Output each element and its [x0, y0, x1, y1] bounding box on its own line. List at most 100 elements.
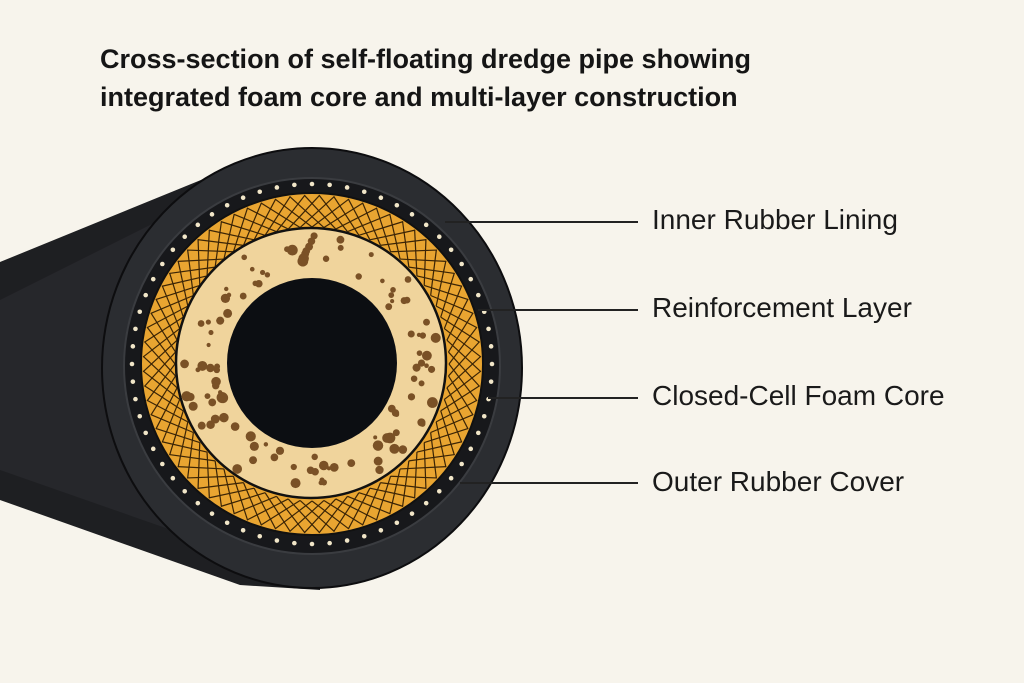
label-closed-cell-foam-core: Closed-Cell Foam Core: [652, 380, 945, 411]
dot: [423, 222, 429, 228]
braid-strand: [214, 460, 223, 507]
foam-cell: [419, 332, 426, 339]
foam-cell: [322, 255, 330, 262]
braid-strand: [446, 298, 469, 341]
foam-cell: [355, 273, 362, 280]
braid-strand: [311, 500, 350, 530]
foam-cell: [417, 359, 426, 367]
braid-strand: [144, 316, 184, 343]
braid-strand: [223, 468, 235, 515]
foam-cell: [205, 319, 211, 325]
foam-cell: [306, 466, 315, 475]
foam-cell: [204, 393, 211, 400]
foam-cell: [407, 393, 416, 401]
dot: [468, 446, 474, 452]
braid-strand: [390, 475, 437, 479]
dot: [361, 533, 367, 539]
dot: [224, 520, 230, 526]
foam-cell: [329, 463, 339, 472]
braid-strand: [443, 370, 482, 400]
dot: [170, 247, 176, 253]
foam-cell: [223, 308, 233, 318]
braid-strand: [318, 194, 348, 233]
braid-strand: [347, 495, 391, 515]
foam-cell: [216, 316, 225, 325]
braid-strand: [447, 312, 474, 353]
foam-cell: [388, 292, 395, 299]
braid-strand: [142, 328, 181, 358]
dot: [378, 195, 384, 201]
braid-strand: [253, 487, 277, 530]
dot-ring: [129, 181, 495, 547]
foam-cell: [403, 296, 411, 304]
braid-strand: [155, 387, 178, 430]
braid-strand: [299, 500, 335, 532]
dot: [394, 520, 400, 526]
dot: [486, 326, 491, 332]
braid-strand: [401, 221, 410, 268]
dot: [448, 247, 454, 253]
dot: [195, 222, 201, 228]
foam-cell: [390, 299, 395, 304]
dot: [327, 182, 332, 188]
foam-cell: [375, 465, 384, 475]
dot: [488, 379, 494, 384]
braid-strand: [177, 258, 224, 262]
dot: [195, 500, 201, 506]
dot: [409, 212, 415, 217]
braid-strand: [276, 495, 306, 534]
dot: [344, 185, 350, 190]
braid-strand: [155, 284, 200, 301]
braid-strand: [435, 260, 447, 307]
dot: [448, 475, 454, 481]
foam-cell: [206, 342, 211, 348]
dot: [257, 533, 263, 539]
dot: [274, 185, 280, 190]
dot: [292, 182, 297, 188]
braid-strand: [335, 498, 378, 521]
foam-cell: [226, 292, 232, 298]
foam-cell: [424, 363, 429, 369]
dot: [459, 461, 464, 467]
braid-strand: [260, 202, 301, 229]
braid-strand: [232, 476, 249, 521]
braid-strand: [161, 275, 208, 287]
diagram-title: Cross-section of self-floating dredge pi…: [100, 40, 751, 116]
dot: [240, 527, 246, 533]
braid-strand: [206, 452, 210, 499]
braid-strand: [347, 198, 371, 241]
braid-strand: [440, 385, 480, 412]
dot: [475, 430, 481, 436]
dot: [309, 181, 315, 187]
foam-cell: [188, 401, 198, 411]
dot: [378, 527, 384, 533]
foam-cell: [392, 429, 400, 437]
foam-cell: [390, 287, 396, 293]
dot: [224, 202, 230, 208]
dot: [182, 488, 188, 494]
braid-strand: [448, 341, 480, 377]
foam-cell: [275, 446, 285, 455]
dot: [274, 538, 280, 543]
foam-cell: [368, 252, 374, 258]
braid-strand: [146, 305, 189, 329]
foam-cell: [318, 460, 329, 471]
braid-strand: [161, 399, 181, 443]
foam-cell: [423, 318, 430, 326]
foam-cell: [197, 421, 206, 430]
braid-strand: [197, 239, 244, 246]
foam-cell: [427, 397, 438, 408]
braid-strand: [274, 198, 313, 228]
braid-strand: [242, 482, 263, 526]
foam-cell: [373, 435, 378, 440]
foam-cell: [398, 445, 408, 454]
braid-strand: [424, 427, 469, 444]
dot: [160, 461, 165, 467]
foam-cell: [245, 431, 256, 442]
dot: [309, 541, 315, 547]
foam-cell: [249, 266, 255, 272]
dot: [292, 540, 297, 546]
braid-strand: [177, 421, 189, 468]
dot: [394, 202, 400, 208]
braid-strand: [146, 363, 176, 402]
